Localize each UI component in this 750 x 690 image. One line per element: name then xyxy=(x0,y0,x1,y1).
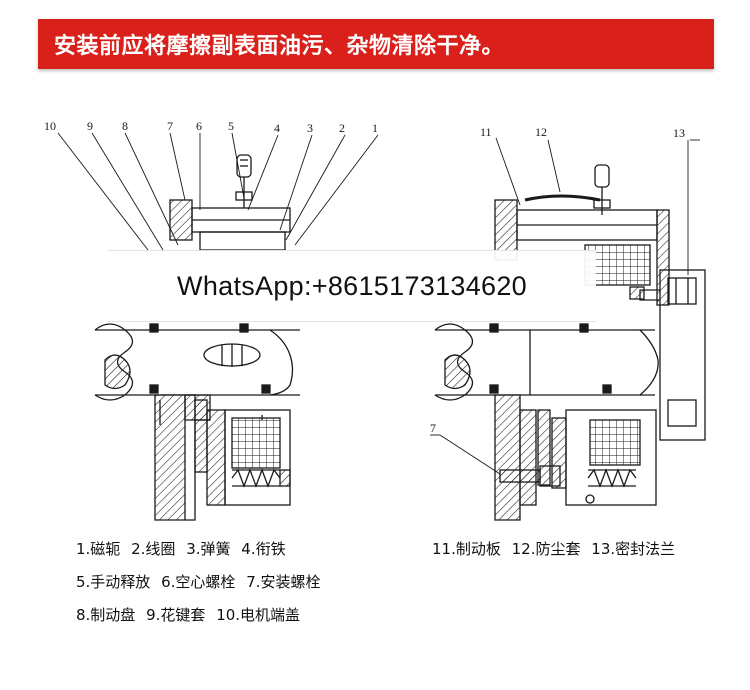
legend-item: 1.磁轭 xyxy=(76,540,121,558)
watermark-box: WhatsApp:+8615173134620 xyxy=(108,250,596,322)
legend-item: 9.花键套 xyxy=(146,606,206,624)
left-leader-lines xyxy=(57,132,379,251)
callout-7: 7 xyxy=(167,119,173,133)
legend-right-row-1: 11.制动板 12.防尘套 13.密封法兰 xyxy=(432,538,681,559)
legend-item: 8.制动盘 xyxy=(76,606,136,624)
legend-item: 3.弹簧 xyxy=(186,540,231,558)
callout-9: 9 xyxy=(87,119,93,133)
callout-4: 4 xyxy=(274,121,280,135)
callout-12: 12 xyxy=(535,125,547,139)
callout-1: 1 xyxy=(372,121,378,135)
callout-11: 11 xyxy=(480,125,492,139)
legend-item: 7.安装螺栓 xyxy=(246,573,321,591)
banner-text: 安装前应将摩擦副表面油污、杂物清除干净。 xyxy=(54,34,505,59)
right-cross-section xyxy=(434,164,706,521)
legend-item: 5.手动释放 xyxy=(76,573,151,591)
left-callout-numbers: 10 9 8 7 6 5 4 3 2 1 xyxy=(44,119,378,135)
callout-7-right: 7 xyxy=(430,421,436,435)
callout-5: 5 xyxy=(228,119,234,133)
warning-banner: 安装前应将摩擦副表面油污、杂物清除干净。 xyxy=(38,19,714,69)
legend-left-row-2: 5.手动释放 6.空心螺栓 7.安装螺栓 xyxy=(76,571,327,592)
legend-item: 10.电机端盖 xyxy=(216,606,301,624)
watermark-text: WhatsApp:+8615173134620 xyxy=(177,270,527,301)
callout-8: 8 xyxy=(122,119,128,133)
legend-item: 4.衔铁 xyxy=(241,540,286,558)
right-leader-lines xyxy=(430,137,700,475)
callout-10: 10 xyxy=(44,119,56,133)
callout-2: 2 xyxy=(339,121,345,135)
legend-item: 11.制动板 xyxy=(432,540,501,558)
callout-3: 3 xyxy=(307,121,313,135)
legend-left-row-3: 8.制动盘 9.花键套 10.电机端盖 xyxy=(76,604,306,625)
legend-item: 12.防尘套 xyxy=(511,540,581,558)
callout-6: 6 xyxy=(196,119,202,133)
legend-left-row-1: 1.磁轭 2.线圈 3.弹簧 4.衔铁 xyxy=(76,538,292,559)
callout-13: 13 xyxy=(673,126,685,140)
legend-item: 6.空心螺栓 xyxy=(161,573,236,591)
left-cross-section xyxy=(94,154,300,521)
legend-item: 13.密封法兰 xyxy=(591,540,676,558)
right-callout-numbers: 11 12 13 7 xyxy=(430,125,685,435)
legend-item: 2.线圈 xyxy=(131,540,176,558)
